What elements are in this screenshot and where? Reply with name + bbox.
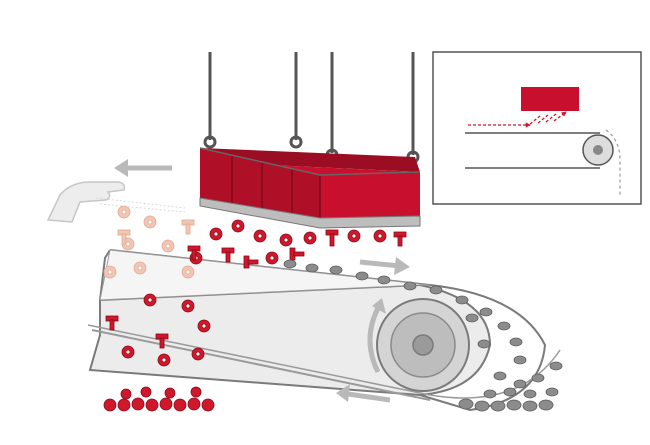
- nonferrous-pellets: [283, 259, 563, 412]
- belt-direction-arrow-right: [359, 257, 410, 275]
- inset-magnet: [521, 87, 579, 111]
- belt-direction-arrow-left: [336, 384, 391, 403]
- direction-arrow-icon: [114, 159, 172, 177]
- inset-panel: [432, 51, 642, 205]
- bolt-icon: [289, 247, 305, 261]
- bolt-icon: [325, 229, 339, 247]
- bolt-icon: [393, 231, 407, 247]
- overband-magnet: [199, 147, 421, 229]
- bolt-icon: [187, 245, 201, 261]
- conveyor-roller: [376, 298, 470, 392]
- inset-ferrous-path: [468, 111, 567, 128]
- pellet-icon: [283, 259, 297, 269]
- bolt-icon: [221, 247, 235, 263]
- ferrous-discharge-pile: [103, 293, 215, 412]
- rotation-arrow-icon: [367, 298, 386, 374]
- bolt-icon: [243, 255, 259, 269]
- conveyor-belt: [87, 249, 561, 412]
- inset-discharge-path: [605, 129, 621, 195]
- falling-parts-faded: [103, 205, 195, 279]
- suspension-cables: [203, 52, 420, 164]
- ferrous-parts: [187, 219, 407, 269]
- hand-icon: [46, 181, 186, 223]
- inset-belt: [465, 132, 614, 169]
